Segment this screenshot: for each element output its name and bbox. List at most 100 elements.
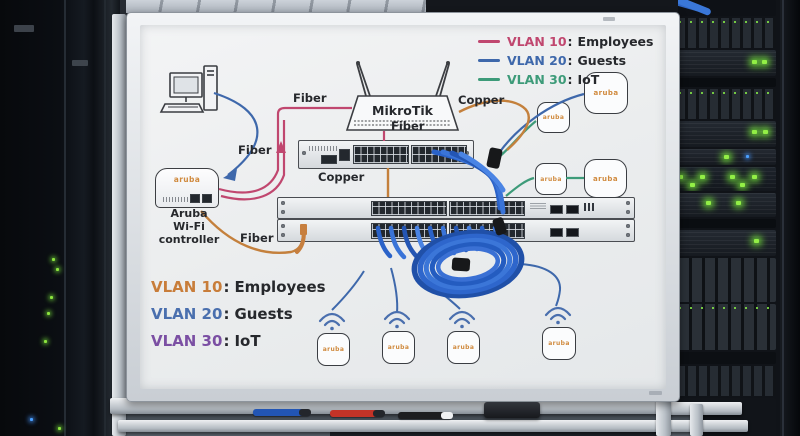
whiteboard-brand-mark — [603, 17, 615, 21]
aruba-logo: aruba — [452, 344, 475, 351]
screw — [626, 210, 630, 214]
rack-door-seam — [782, 0, 784, 436]
marker-cap — [299, 409, 311, 416]
aruba-logo: aruba — [548, 340, 570, 347]
stand-post-left — [112, 14, 126, 436]
rack-unit — [666, 18, 776, 48]
access-point-iot: aruba — [537, 102, 570, 133]
rack-unit — [666, 89, 776, 119]
rack-label-plate — [14, 25, 34, 32]
access-point-iot-2: aruba — [535, 163, 567, 195]
vlan-label: VLAN 30 — [507, 72, 567, 87]
orange-cable-plug — [300, 224, 307, 235]
vlan-name: IoT — [234, 332, 261, 350]
access-point-guest: aruba — [584, 72, 628, 114]
led-strip — [668, 21, 774, 23]
led — [58, 427, 61, 430]
port-bank — [353, 145, 409, 164]
led — [700, 175, 705, 179]
vlan-name: Employees — [234, 278, 326, 296]
screw — [281, 224, 285, 228]
led — [752, 130, 757, 134]
vlan-name: Employees — [577, 34, 654, 49]
port-bank — [449, 223, 525, 239]
marker-black[interactable] — [398, 412, 453, 419]
screw — [626, 224, 630, 228]
vlan-label: VLAN 10 — [151, 278, 223, 296]
sfp-port — [550, 228, 563, 237]
rack-unit — [666, 219, 776, 228]
status-leds — [584, 203, 596, 211]
vlan-label: VLAN 30 — [151, 332, 223, 350]
screw — [281, 233, 285, 237]
legend-separator: : — [567, 72, 573, 87]
vent-grille — [666, 149, 776, 165]
access-point-floor-2: aruba — [382, 331, 415, 364]
vent-grille — [666, 230, 776, 256]
vent-grille — [309, 146, 339, 151]
sfp-port — [550, 205, 563, 214]
led — [752, 60, 757, 64]
port-bank — [371, 201, 447, 216]
legend-row: VLAN 20:Guests — [151, 305, 326, 323]
marker-cap — [441, 412, 453, 419]
link-label-fiber-pc: Fiber — [238, 143, 272, 157]
vendor-logo-mark — [530, 203, 546, 209]
legend-separator: : — [567, 53, 573, 68]
vlan-label: VLAN 10 — [507, 34, 567, 49]
legend-separator: : — [223, 278, 230, 296]
led — [740, 183, 745, 187]
rack-unit — [666, 193, 776, 217]
aruba-logo: aruba — [173, 175, 201, 184]
under-board-server — [330, 428, 660, 436]
ceiling — [126, 0, 678, 13]
marker-blue[interactable] — [253, 409, 311, 416]
led — [678, 175, 683, 179]
port-bank — [371, 223, 447, 239]
access-point-floor-4: aruba — [542, 327, 576, 360]
marker-cap — [373, 410, 385, 417]
link-label-fiber-router-left: Fiber — [293, 91, 327, 105]
switch-top — [298, 140, 474, 169]
vlan-name: Guests — [577, 53, 627, 68]
uplink-port — [339, 149, 350, 161]
rack-units-column — [666, 0, 776, 436]
led — [736, 201, 741, 205]
rack-unit — [666, 167, 776, 191]
rack-unit — [666, 230, 776, 256]
vlan-label: VLAN 20 — [151, 305, 223, 323]
vlan-name: IoT — [577, 72, 600, 87]
aruba-logo: aruba — [540, 175, 562, 183]
led — [746, 155, 749, 158]
rack-unit — [666, 258, 776, 302]
rack-unit — [666, 366, 776, 396]
marker-red[interactable] — [330, 410, 385, 417]
led — [754, 239, 759, 243]
rack-unit — [666, 78, 776, 87]
whiteboard-corner-tag — [649, 391, 662, 395]
led — [30, 418, 33, 421]
controller-label-line1: Aruba — [170, 207, 208, 220]
led — [47, 312, 50, 315]
vent-grille — [666, 50, 776, 76]
vent-grille — [666, 121, 776, 147]
controller-label-line2: Wi-Fi controller — [158, 220, 220, 246]
legend-bottom: VLAN 10:Employees VLAN 20:Guests VLAN 30… — [151, 278, 326, 359]
whiteboard-eraser[interactable] — [484, 402, 540, 418]
rack-seam — [104, 0, 106, 436]
legend-row: VLAN 20:Guests — [478, 53, 653, 68]
screw — [626, 233, 630, 237]
port-bank — [449, 201, 525, 216]
screw — [626, 201, 630, 205]
led — [763, 130, 768, 134]
led — [762, 60, 767, 64]
link-label-fiber-controller: Fiber — [240, 231, 274, 245]
screw — [281, 210, 285, 214]
rack-label-plate — [72, 60, 88, 66]
led — [706, 201, 711, 205]
legend-separator: : — [223, 332, 230, 350]
access-point-floor-1: aruba — [317, 333, 350, 366]
stand-lower-bar — [118, 420, 748, 432]
link-label-fiber-router-down: Fiber — [391, 119, 425, 133]
